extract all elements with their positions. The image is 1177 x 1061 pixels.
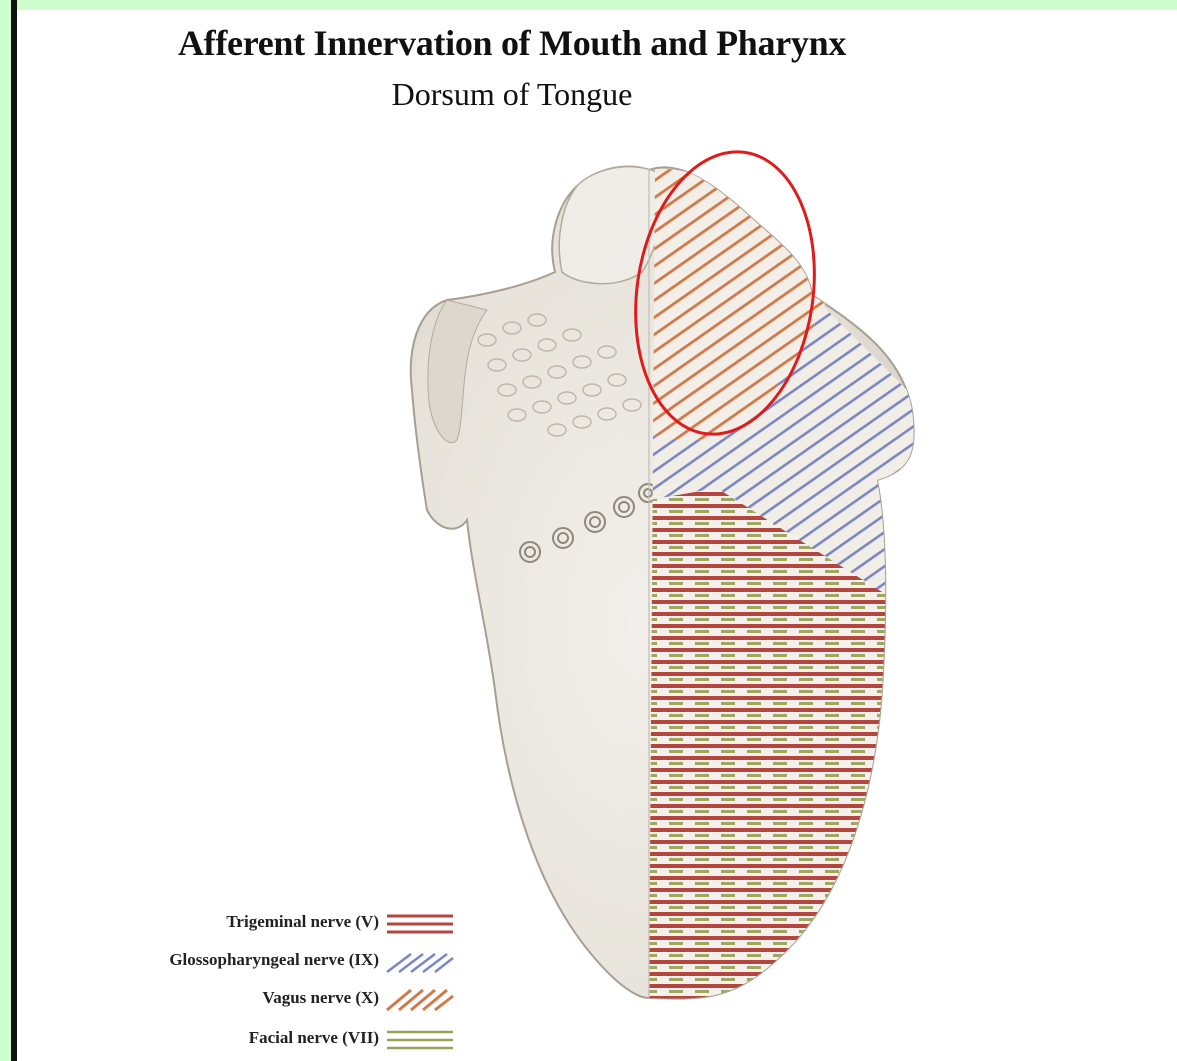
innervation-regions — [649, 169, 917, 1010]
legend-item-glossopharyngeal: Glossopharyngeal nerve (IX) — [17, 950, 379, 974]
left-border — [0, 0, 11, 1061]
legend-swatch-facial — [387, 1032, 453, 1048]
tongue-diagram — [17, 10, 1177, 1061]
legend-swatch-trigeminal — [387, 916, 453, 932]
legend-item-facial: Facial nerve (VII) — [17, 1028, 379, 1052]
legend-label: Glossopharyngeal nerve (IX) — [169, 950, 379, 970]
legend-swatches — [387, 916, 453, 1048]
legend-item-vagus: Vagus nerve (X) — [17, 988, 379, 1012]
legend-item-trigeminal: Trigeminal nerve (V) — [17, 912, 379, 936]
legend-label: Facial nerve (VII) — [249, 1028, 379, 1048]
legend-label: Vagus nerve (X) — [263, 988, 379, 1008]
legend-swatch-vagus — [387, 990, 453, 1010]
legend-swatch-glossopharyngeal — [387, 954, 453, 972]
legend-label: Trigeminal nerve (V) — [226, 912, 379, 932]
figure-panel: Afferent Innervation of Mouth and Pharyn… — [17, 10, 1177, 1061]
